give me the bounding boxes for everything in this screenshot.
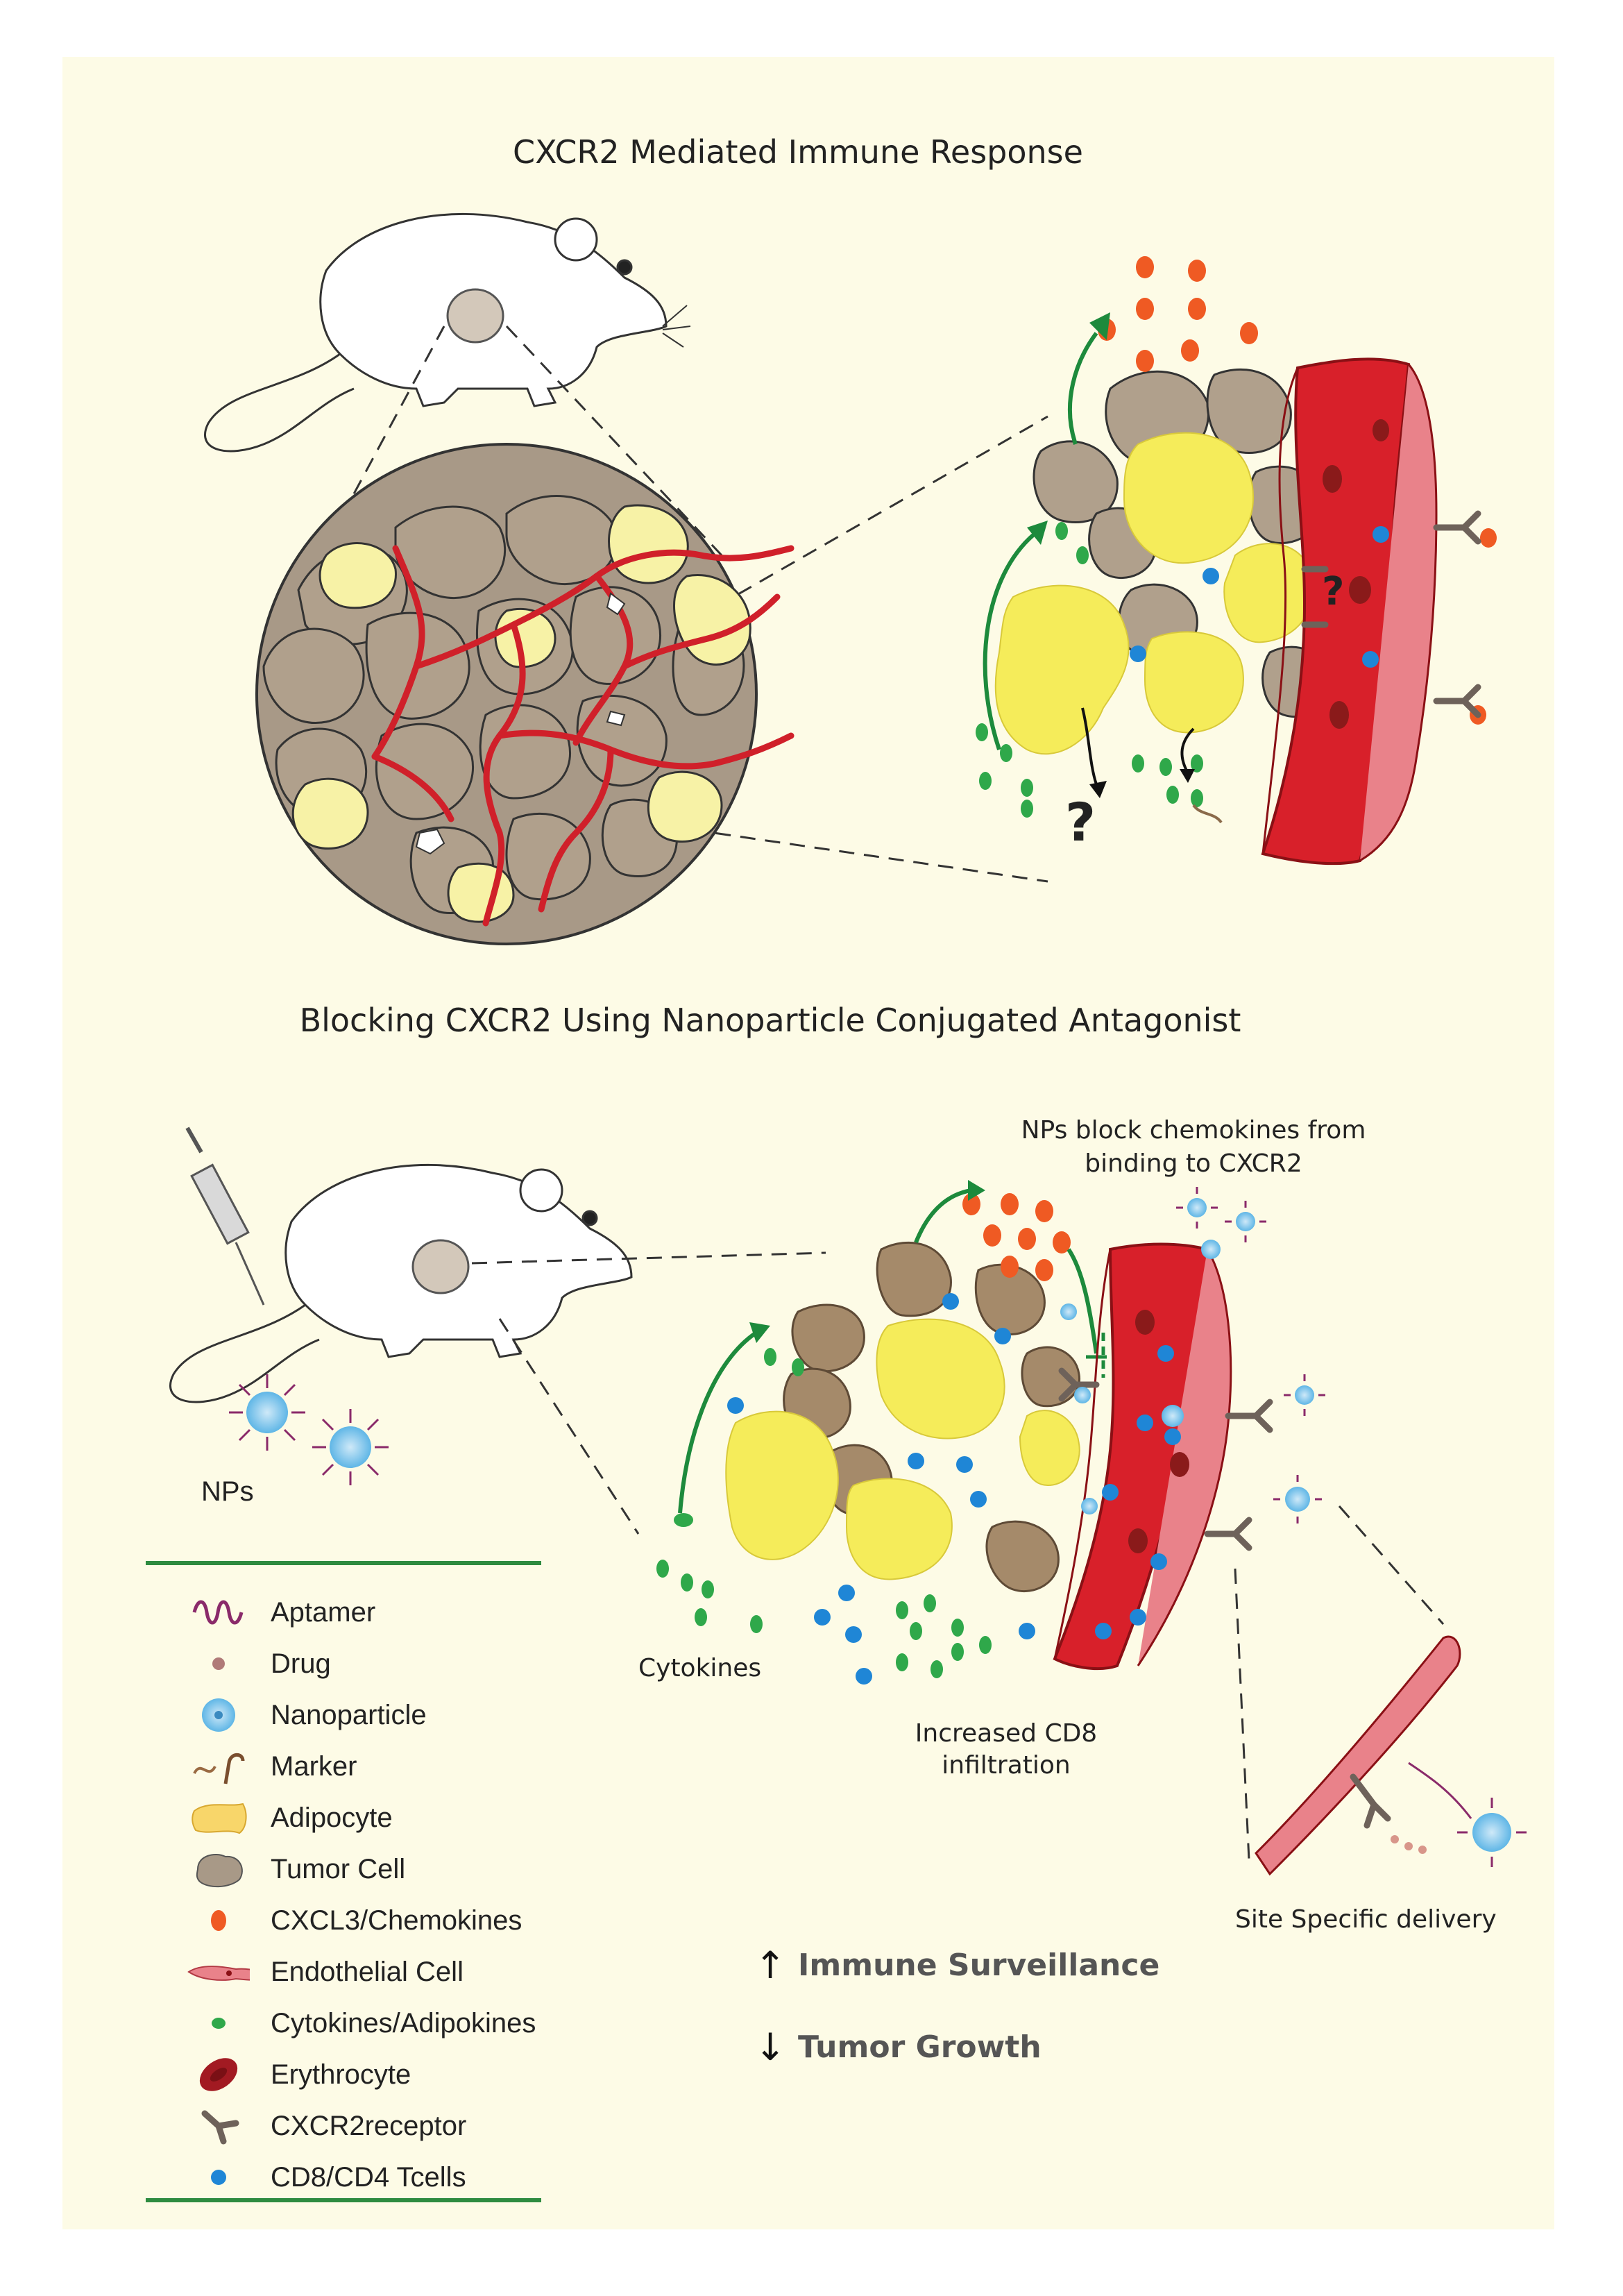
site-specific-label: Site Specific delivery [1235,1905,1497,1934]
blood-vessel-bottom [1053,1242,1232,1671]
zoom-lines-bottom [471,1251,1445,1861]
aptamer-icon [187,1592,250,1633]
tumor-cell-icon [187,1848,250,1890]
erythrocyte-icon [187,2054,250,2095]
nanoparticle-icon [187,1694,250,1736]
tumor-ball [255,443,794,945]
cd8-infiltration-label: Increased CD8 infiltration [915,1719,1098,1780]
legend-row-marker: Marker [187,1741,357,1792]
effect-immune-surveillance: ↑ Immune Surveillance [749,1943,1159,1987]
nps-label: NPs [201,1476,254,1507]
syringe-icon [185,1126,265,1306]
up-arrow-icon: ↑ [754,1943,786,1987]
legend-row-tumor-cell: Tumor Cell [187,1843,405,1895]
legend-row-erythrocyte: Erythrocyte [187,2049,411,2100]
endothelial-cell-icon [187,1951,250,1993]
cxcr2-receptor-icon [187,2105,250,2147]
mouse-bottom [169,1163,633,1403]
nps-block-label: NPs block chemokines from binding to CXC… [1021,1116,1366,1178]
site-specific-inset [1255,1635,1527,1876]
t-cell-icon [187,2156,250,2198]
legend-row-endothelial-cell: Endothelial Cell [187,1946,464,1998]
cytokines-label: Cytokines [638,1654,762,1682]
legend-row-aptamer: Aptamer [187,1587,375,1638]
adipocyte-icon [187,1797,250,1839]
legend-row-cytokine: Cytokines/Adipokines [187,1998,536,2049]
cytokine-icon [187,2002,250,2044]
legend-row-adipocyte: Adipocyte [187,1792,393,1843]
effect-tumor-growth: ↓ Tumor Growth [749,2025,1041,2069]
legend-row-chemokine: CXCL3/Chemokines [187,1895,522,1946]
legend-row-cxcr2-receptor: CXCR2receptor [187,2100,466,2152]
drug-icon [187,1643,250,1685]
question-mark-lower: ? [1065,791,1096,853]
floating-nps [1060,1187,1325,1523]
blood-vessel-top [1261,357,1438,866]
legend-row-drug: Drug [187,1638,331,1689]
title-bottom: Blocking CXCR2 Using Nanoparticle Conjug… [299,1002,1241,1039]
marker-icon [187,1746,250,1787]
cxcr2-receptors-bottom [1058,1367,1273,1551]
question-mark-upper: ? [1322,569,1345,614]
chemokine-icon [187,1900,250,1941]
mouse-top [204,212,691,453]
microenvironment-top [976,256,1497,824]
legend-row-nanoparticle: Nanoparticle [187,1689,427,1741]
down-arrow-icon: ↓ [754,2025,786,2069]
cxcr2-receptors-top [1301,510,1481,718]
nps-cluster [229,1374,389,1485]
title-top: CXCR2 Mediated Immune Response [513,133,1083,171]
legend-row-t-cell: CD8/CD4 Tcells [187,2152,466,2203]
